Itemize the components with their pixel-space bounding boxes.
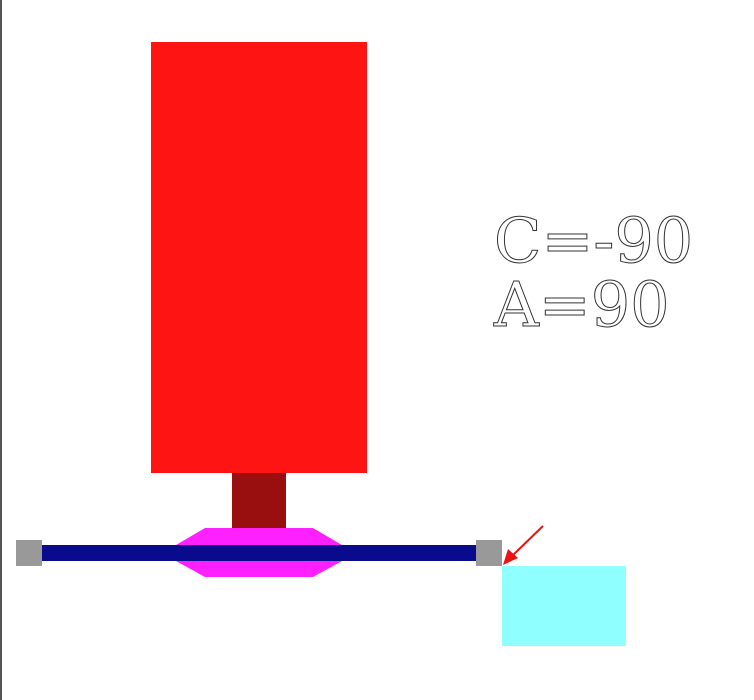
- spindle-head-body: [151, 42, 367, 473]
- tool-end-cap-right: [476, 540, 502, 566]
- workpiece-block: [502, 566, 626, 646]
- tool-end-cap-left: [16, 540, 42, 566]
- a-angle-label: A=90: [493, 268, 670, 341]
- tool-bar: [42, 545, 476, 561]
- spindle-neck: [232, 473, 286, 529]
- pointer-arrow-icon: [503, 525, 544, 565]
- c-angle-label: C=-90: [494, 204, 693, 277]
